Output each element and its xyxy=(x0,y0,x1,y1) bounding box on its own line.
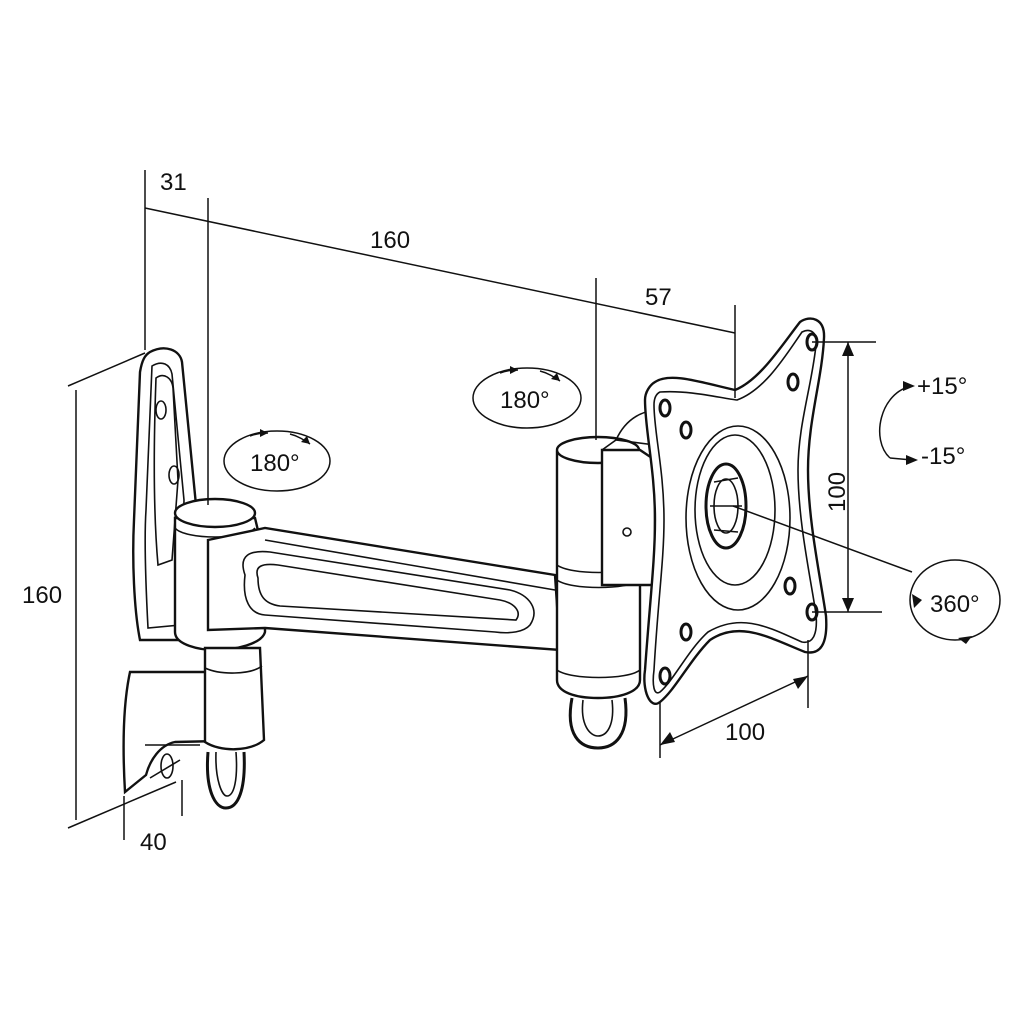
head-rotation-callout xyxy=(909,559,1001,644)
vesa-hole xyxy=(658,666,672,686)
arm-pivot-rotation-callout xyxy=(472,366,582,429)
dim-label-head-offset: 57 xyxy=(645,284,672,311)
vesa-hole xyxy=(679,622,693,642)
arm-pivot-rotation-label: 180° xyxy=(500,387,550,414)
dim-label-vesa-horizontal: 100 xyxy=(725,719,765,746)
vesa-hole xyxy=(679,420,693,440)
vesa-plate xyxy=(643,317,828,705)
tilt-callout xyxy=(878,381,918,465)
tilt-up-label: +15° xyxy=(917,373,967,400)
labels: 31 160 57 160 40 100 100 180° 180° 360° … xyxy=(22,169,980,856)
plate-screw-hole-top xyxy=(155,400,167,420)
dimension-lines xyxy=(67,170,913,840)
dim-label-arm-length: 160 xyxy=(370,227,410,254)
wall-pivot-rotation-label: 180° xyxy=(250,450,300,477)
dim-label-plate-depth: 40 xyxy=(140,829,167,856)
dim-label-plate-height: 160 xyxy=(22,582,62,609)
vesa-hole xyxy=(658,398,672,418)
head-rotation-label: 360° xyxy=(930,591,980,618)
wall-pivot-rotation-callout xyxy=(223,429,331,492)
dim-label-vesa-vertical: 100 xyxy=(824,472,851,512)
vesa-center-ring xyxy=(685,425,791,611)
vesa-hole xyxy=(783,576,797,596)
rotation-hub xyxy=(704,462,748,550)
dim-label-arm-offset: 31 xyxy=(160,169,187,196)
tilt-down-label: -15° xyxy=(921,443,965,470)
plate-screw-hole-bottom xyxy=(168,465,180,485)
vesa-hole xyxy=(786,372,800,392)
